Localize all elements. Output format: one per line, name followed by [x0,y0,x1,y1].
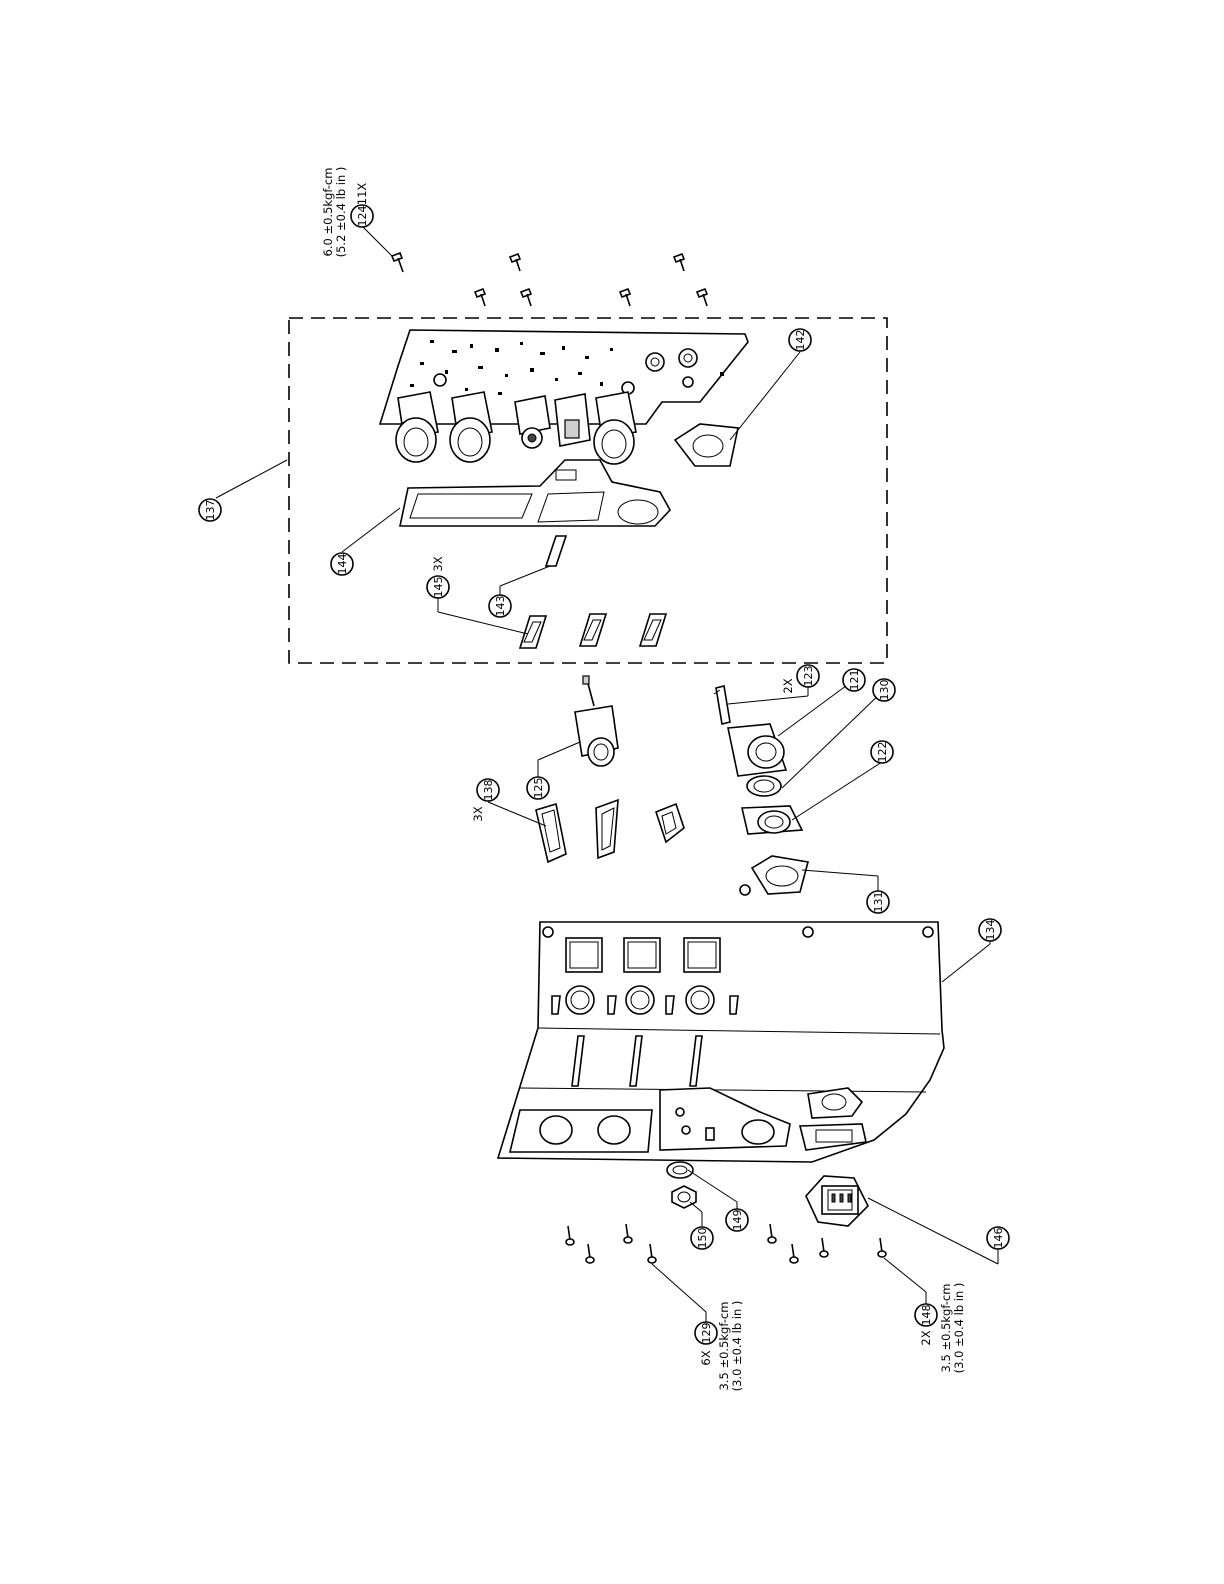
balloon-122: 122 [871,741,893,763]
callout-label: 144 [336,554,349,575]
balloon-121: 121 [843,669,865,691]
callout-label: 148 [920,1305,933,1326]
callout-label: 125 [532,778,545,799]
callout-label: 129 [700,1323,713,1344]
balloon-148: 148 [915,1304,937,1326]
torque-124-line2: (5.2 ±0.4 lb in ) [334,167,348,258]
jack-connector [515,396,550,448]
balloon-130: 130 [873,679,895,701]
clip-123 [714,686,730,724]
callout-label: 121 [848,670,861,691]
screw [624,1224,632,1243]
screw [768,1224,776,1243]
balloon-150: 150 [691,1227,713,1249]
balloon-129: 129 [695,1322,717,1344]
torque-148-line1: 3.5 ±0.5kgf-cm [939,1284,953,1373]
balloon-123: 123 [797,665,819,687]
callout-label: 137 [204,500,217,521]
screw-148 [878,1238,886,1257]
qty-129: 6X [699,1350,713,1365]
balloon-143: 143 [489,595,511,617]
balloon-131: 131 [867,891,889,913]
balloon-137: 137 [199,499,221,521]
flange-122 [742,806,802,834]
balloon-134: 134 [979,919,1001,941]
screw [475,289,485,306]
balloon-124: 124 [351,205,373,227]
washer-130 [747,776,781,796]
gasket-142 [675,424,738,466]
qty-123: 2X [781,678,795,693]
balloon-125: 125 [527,777,549,799]
callout-label: 142 [794,330,807,351]
front-panel-134 [498,922,944,1162]
xlr-connector [594,392,636,464]
callout-label: 124 [356,206,369,227]
gasket-144 [400,460,670,526]
screw [510,254,520,271]
callout-label: 134 [984,920,997,941]
switch-component [555,394,590,446]
torque-124-line1: 6.0 ±0.5kgf-cm [321,168,335,257]
label-143 [546,536,566,566]
torque-129-line2: (3.0 ±0.4 lb in ) [730,1301,744,1392]
callout-label: 130 [878,680,891,701]
screw [521,289,531,306]
callout-label: 138 [482,780,495,801]
screw [392,253,403,272]
screw [566,1226,574,1245]
connector-125 [575,676,618,766]
xlr-connector [450,392,492,462]
qty-124: 11X [355,183,369,206]
gaskets-138 [536,800,684,862]
balloon-145: 145 [427,576,449,598]
callout-label: 145 [432,577,445,598]
screw [586,1244,594,1263]
screw [697,289,707,306]
balloon-146: 146 [987,1227,1009,1249]
qty-138: 3X [471,806,485,821]
screws-124 [392,253,707,306]
balloon-149: 149 [726,1209,748,1231]
qty-148: 2X [919,1330,933,1345]
callout-label: 146 [992,1228,1005,1249]
callout-label: 149 [731,1210,744,1231]
balloon-138: 138 [477,779,499,801]
callout-label: 122 [876,742,889,763]
torque-129-line1: 3.5 ±0.5kgf-cm [717,1302,731,1391]
screw [648,1244,656,1263]
gasket-131 [740,856,808,895]
torque-148-line2: (3.0 ±0.4 lb in ) [952,1283,966,1374]
screw [674,254,684,271]
labels-145 [520,614,666,648]
power-inlet-146 [806,1176,868,1226]
callout-label: 131 [872,892,885,913]
xlr-connector [396,392,438,462]
screw [790,1244,798,1263]
screw [620,289,630,306]
nut-150 [672,1186,696,1208]
screw [820,1238,828,1257]
connector-121 [728,724,786,776]
balloon-142: 142 [789,329,811,351]
callout-label: 143 [494,596,507,617]
callout-label: 123 [802,666,815,687]
callout-label: 150 [696,1228,709,1249]
washer-149 [667,1162,693,1178]
balloon-144: 144 [331,553,353,575]
qty-145: 3X [431,556,445,571]
